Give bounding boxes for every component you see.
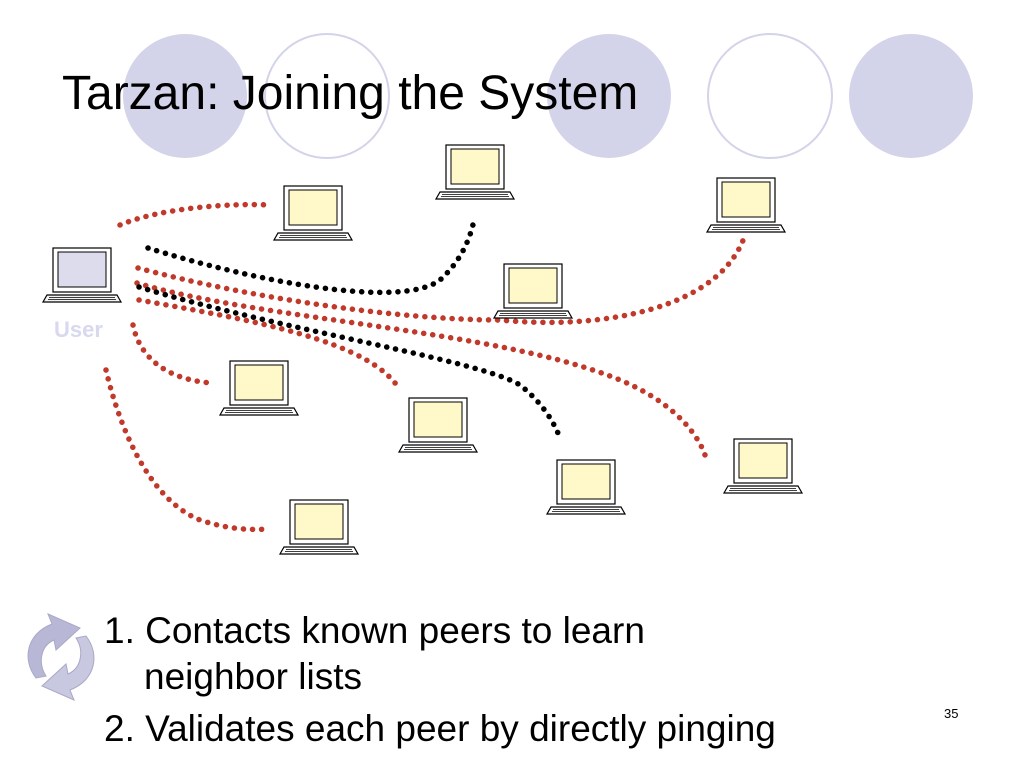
link-to-peer-7	[130, 322, 215, 386]
slide-title: Tarzan: Joining the System	[62, 67, 639, 120]
bullet-list: 1. Contacts known peers to learn neighbo…	[104, 608, 984, 752]
user-laptop-icon	[42, 247, 122, 303]
bullet-text: 1. Contacts known peers to learn	[104, 610, 645, 651]
peer-laptop-icon	[723, 438, 803, 494]
link-to-peer-1	[117, 201, 271, 228]
link-to-peer-3	[135, 232, 748, 326]
peer-laptop-icon	[706, 177, 786, 233]
bullet-text-continuation: neighbor lists	[144, 656, 363, 697]
peer-laptop-icon	[279, 499, 359, 555]
peer-laptop-icon	[398, 397, 478, 453]
page-number: 35	[944, 706, 959, 721]
peer-laptop-icon	[493, 263, 573, 319]
decor-circle	[123, 34, 247, 158]
peer-laptop-icon	[546, 459, 626, 515]
user-label: User	[54, 317, 103, 342]
link-to-peer-4	[134, 280, 708, 458]
bullet-item: 2. Validates each peer by directly pingi…	[104, 706, 984, 752]
link-to-peer-8	[103, 367, 271, 533]
peer-laptop-icon	[273, 185, 353, 241]
peer-laptop-icon	[435, 144, 515, 200]
link-to-peer-2	[145, 217, 477, 296]
decor-circle	[264, 33, 390, 159]
decor-circle	[547, 34, 671, 158]
refresh-cycle-icon	[27, 613, 95, 701]
decor-circle	[707, 33, 833, 159]
peer-laptop-icon	[219, 360, 299, 416]
decor-circle	[849, 34, 973, 158]
bullet-item: 1. Contacts known peers to learn neighbo…	[104, 608, 984, 700]
bullet-text: 2. Validates each peer by directly pingi…	[104, 708, 776, 749]
link-to-peer-6	[136, 297, 403, 393]
